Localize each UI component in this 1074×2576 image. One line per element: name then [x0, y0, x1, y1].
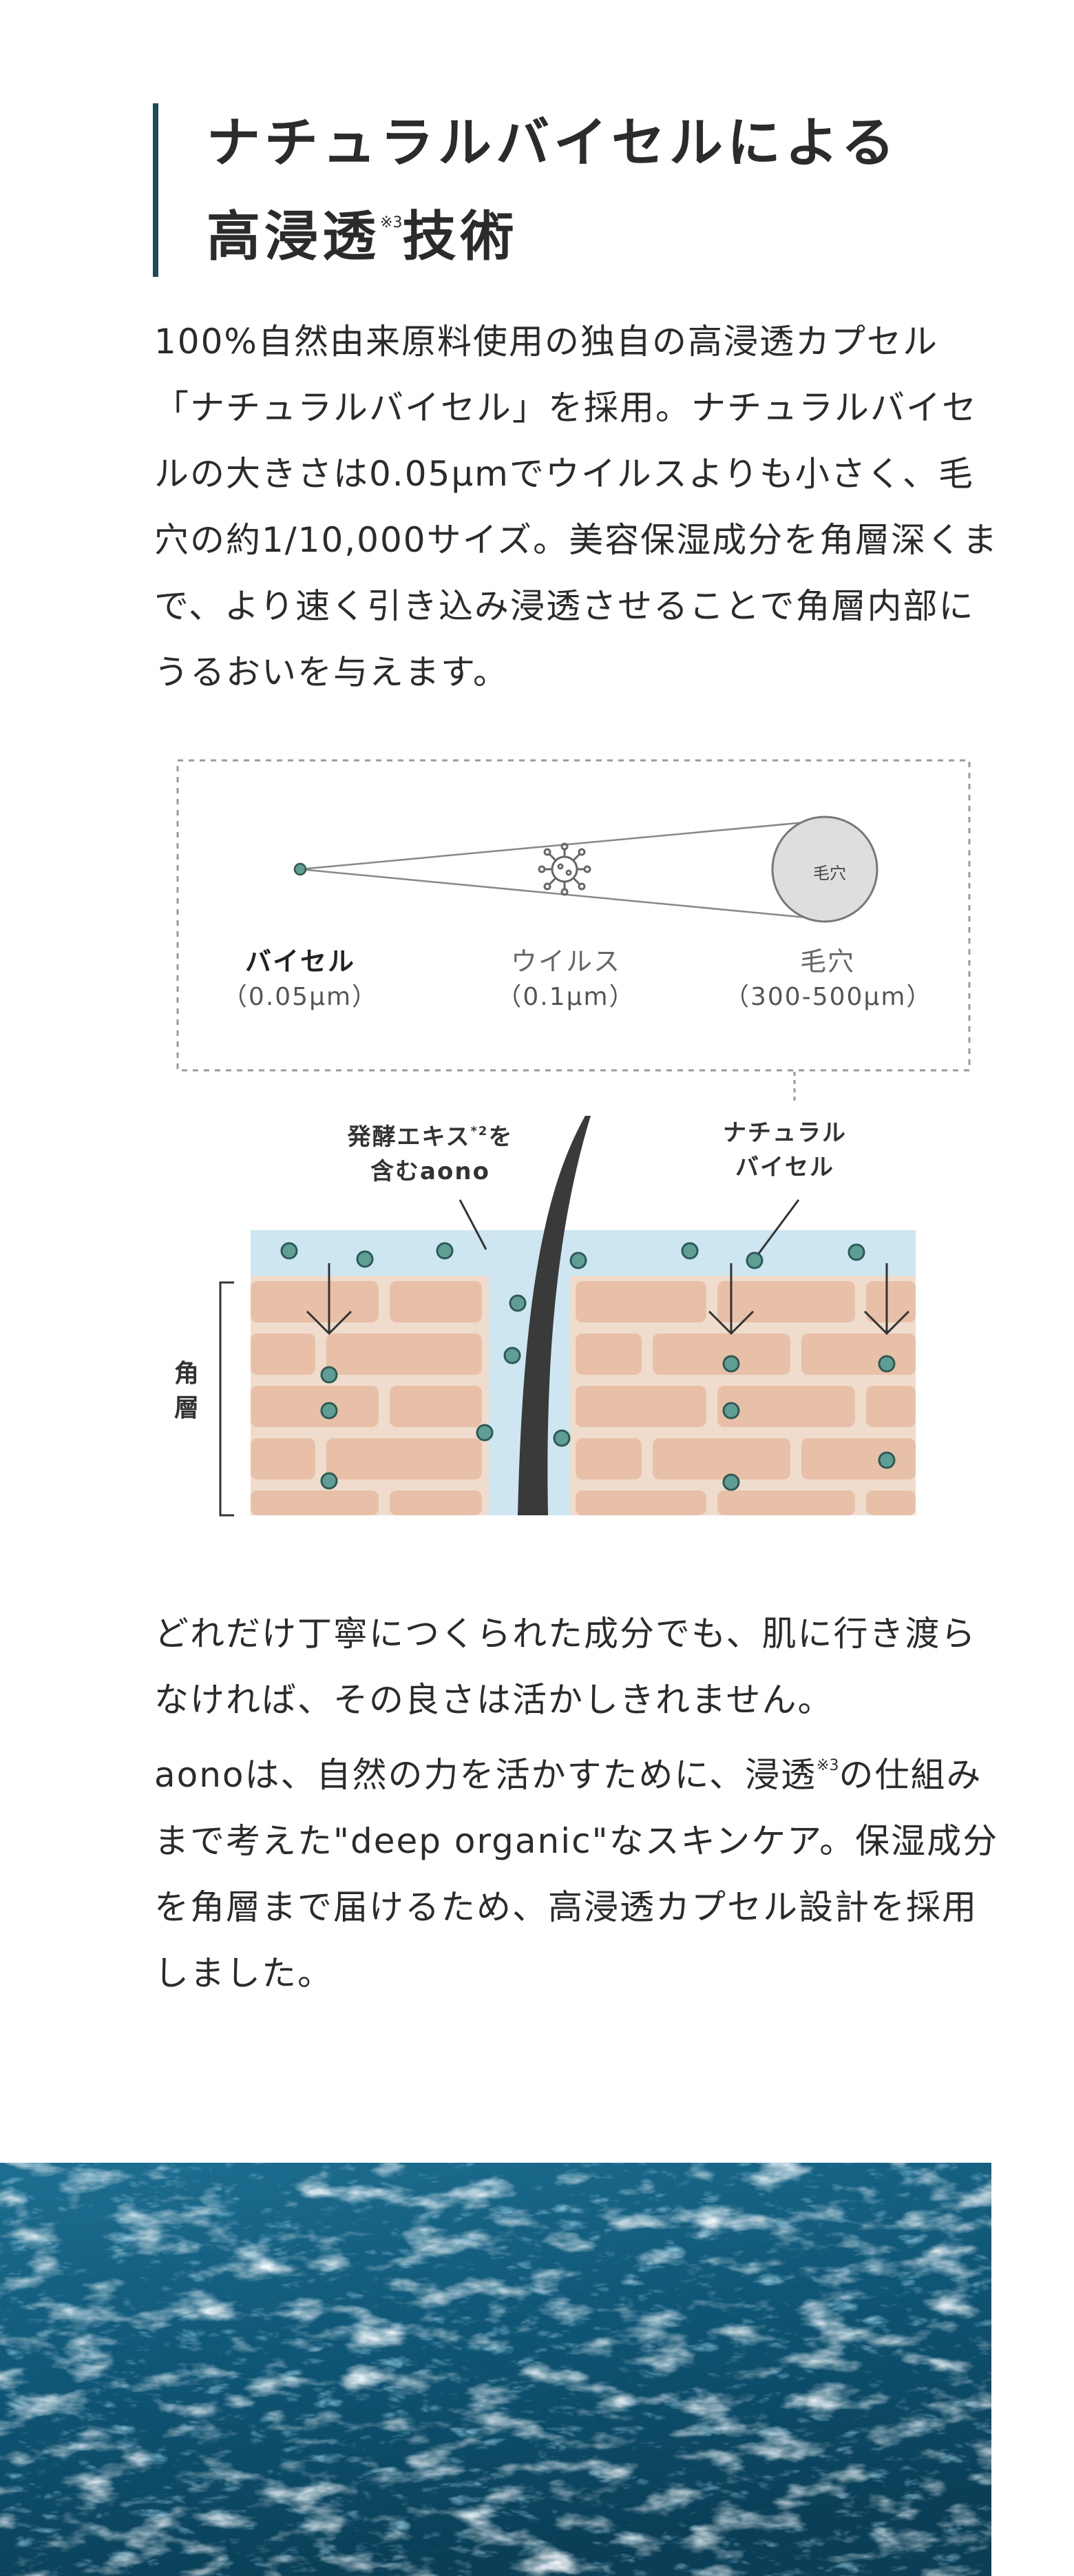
skin-cross-section	[219, 1116, 916, 1517]
virus-name: ウイルス	[510, 946, 621, 977]
closing-text-b-end: の仕組みまで考えた"deep organic"なスキンケア。保湿成分を角層まで届…	[154, 1755, 999, 1993]
bisel-leader-line	[757, 1199, 800, 1254]
bisel-dot-icon	[293, 862, 307, 876]
footnote-marker: *2	[470, 1124, 489, 1139]
closing-paragraph: どれだけ丁寧につくられた成分でも、肌に行き渡らなければ、その良さは活かしきれませ…	[154, 1601, 1001, 2006]
natural-bisel-callout: ナチュラル バイセル	[695, 1116, 874, 1185]
ocean-water-photo	[0, 2163, 991, 2576]
intro-paragraph: 100%自然由来原料使用の独自の高浸透カプセル「ナチュラルバイセル」を採用。ナチ…	[154, 309, 1001, 705]
section-heading: ナチュラルバイセルによる 高浸透※3技術	[153, 103, 1033, 277]
bisel-particles	[280, 1242, 896, 1491]
penetration-arrows	[306, 1263, 910, 1336]
intro-text: 100%自然由来原料使用の独自の高浸透カプセル「ナチュラルバイセル」を採用。ナチ…	[154, 322, 999, 692]
hair-strand	[518, 1116, 591, 1515]
closing-text-b-start: aonoは、自然の力を活かすために、浸透	[154, 1755, 817, 1795]
heading-line-2-end: 技術	[402, 206, 518, 268]
natural-bisel-line-1: ナチュラル	[723, 1119, 847, 1147]
pore-circle	[771, 816, 878, 923]
ferment-leader-line	[459, 1199, 487, 1250]
pore-label: 毛穴 （300-500μm）	[724, 944, 931, 1015]
stratum-corneum-label: 角 層	[169, 1357, 204, 1426]
heading-line-1: ナチュラルバイセルによる	[207, 112, 899, 174]
virus-icon	[538, 842, 591, 896]
diagram-graphic	[176, 759, 971, 1517]
ocean-image	[0, 2163, 991, 2576]
virus-size: （0.1μm）	[496, 983, 635, 1011]
natural-bisel-line-2: バイセル	[735, 1154, 834, 1181]
footnote-marker: ※3	[817, 1757, 839, 1774]
corneocyte-cells	[251, 1281, 916, 1515]
ferment-callout-line-2: 含むaono	[370, 1158, 490, 1185]
closing-text-b: aonoは、自然の力を活かすために、浸透※3の仕組みまで考えた"deep org…	[154, 1733, 1001, 2006]
heading-line-2: 高浸透※3技術	[207, 183, 1033, 277]
skin-surface	[251, 1230, 916, 1276]
stratum-char-1: 角	[173, 1360, 199, 1388]
ferment-particle: を	[488, 1123, 514, 1151]
bisel-label: バイセル （0.05μm）	[197, 944, 403, 1015]
virus-label: ウイルス （0.1μm）	[463, 944, 669, 1015]
bisel-name: バイセル	[244, 946, 355, 977]
stratum-bracket	[219, 1281, 234, 1517]
cone-line-bottom	[299, 868, 835, 922]
ferment-callout-line-1: 発酵エキス*2を	[317, 1114, 544, 1154]
footnote-marker: ※3	[380, 214, 403, 231]
stratum-char-2: 層	[173, 1394, 199, 1422]
ferment-callout: 発酵エキス*2を 含むaono	[317, 1114, 544, 1189]
ferment-text: 発酵エキス	[347, 1123, 471, 1151]
penetration-diagram: 毛穴 バイセル （0.05μm） ウイルス （0.1μm） 毛穴 （300-50…	[165, 751, 991, 1536]
heading-line-2-main: 高浸透	[207, 206, 381, 268]
pore-size: （300-500μm）	[724, 983, 933, 1011]
closing-text-a: どれだけ丁寧につくられた成分でも、肌に行き渡らなければ、その良さは活かしきれませ…	[154, 1614, 977, 1720]
pore-name: 毛穴	[799, 946, 855, 977]
pore-inner-label: 毛穴	[813, 864, 846, 883]
bisel-size: （0.05μm）	[222, 983, 379, 1011]
